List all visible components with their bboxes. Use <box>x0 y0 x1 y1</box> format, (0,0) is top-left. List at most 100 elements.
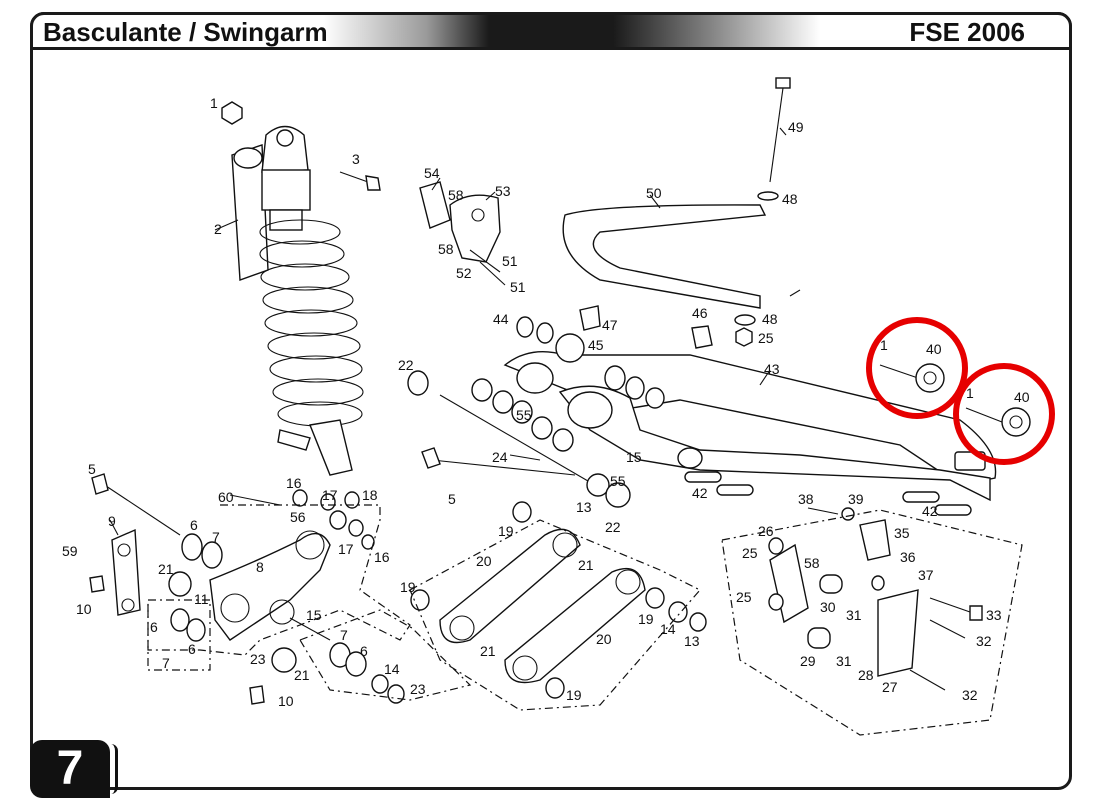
callout: 51 <box>502 253 518 269</box>
callout: 6 <box>190 517 198 533</box>
callout: 24 <box>492 449 508 465</box>
callout: 14 <box>660 621 676 637</box>
callout: 48 <box>762 311 778 327</box>
chain-adjuster-40-upper[interactable] <box>879 363 945 393</box>
clip-47[interactable] <box>579 305 601 331</box>
callout: 5 <box>448 491 456 507</box>
nut-25[interactable] <box>735 327 753 347</box>
callout: 15 <box>626 449 642 465</box>
link-rod-lower[interactable] <box>504 567 646 684</box>
callout: 21 <box>158 561 174 577</box>
bushing-44-45[interactable] <box>516 316 665 409</box>
callout: 45 <box>588 337 604 353</box>
callout: 17 <box>338 541 354 557</box>
callout: 42 <box>692 485 708 501</box>
bearings-6-7[interactable] <box>168 533 405 704</box>
callout: 58 <box>438 241 454 257</box>
page-number-badge: 7 <box>30 740 118 798</box>
callout: 48 <box>782 191 798 207</box>
callout: 40 <box>926 341 942 357</box>
callout: 28 <box>858 667 874 683</box>
callout: 13 <box>576 499 592 515</box>
bracket-9[interactable] <box>111 528 141 616</box>
bolts-38-39[interactable] <box>807 507 855 521</box>
bolt-5-left[interactable] <box>91 473 181 536</box>
callout: 60 <box>218 489 234 505</box>
clip-46[interactable] <box>691 325 713 349</box>
chain-adjuster-40-lower[interactable] <box>965 407 1031 437</box>
callout: 9 <box>108 513 116 529</box>
callout: 22 <box>398 357 414 373</box>
callout: 46 <box>692 305 708 321</box>
callout: 32 <box>976 633 992 649</box>
callout: 38 <box>798 491 814 507</box>
callout: 58 <box>804 555 820 571</box>
callout: 25 <box>742 545 758 561</box>
pivot-axle[interactable] <box>407 370 631 508</box>
chain-guide-bracket[interactable] <box>419 181 506 286</box>
highlight-circle-lower <box>953 363 1055 465</box>
shock-absorber[interactable] <box>231 125 364 476</box>
callout: 7 <box>212 529 220 545</box>
callout: 8 <box>256 559 264 575</box>
spacer-15[interactable] <box>289 617 331 641</box>
callout: 25 <box>736 589 752 605</box>
callout: 31 <box>836 653 852 669</box>
nut-1[interactable] <box>221 101 243 125</box>
callout: 31 <box>846 607 862 623</box>
callout: 18 <box>362 487 378 503</box>
callout: 7 <box>162 655 170 671</box>
linkage-plates[interactable] <box>768 519 919 677</box>
chain-slider[interactable] <box>562 204 767 309</box>
bolt-49[interactable] <box>757 77 791 201</box>
callout: 23 <box>410 681 426 697</box>
callout: 19 <box>638 611 654 627</box>
bushings-19[interactable] <box>410 501 707 699</box>
callout: 19 <box>400 579 416 595</box>
group-outline-bearings-left <box>147 599 211 671</box>
callout: 22 <box>605 519 621 535</box>
callout: 20 <box>596 631 612 647</box>
callout: 7 <box>340 627 348 643</box>
callout: 6 <box>360 643 368 659</box>
callout: 19 <box>566 687 582 703</box>
bolts-10[interactable] <box>89 575 265 705</box>
callout: 6 <box>150 619 158 635</box>
washer-48[interactable] <box>734 314 756 326</box>
callout: 53 <box>495 183 511 199</box>
callout: 33 <box>986 607 1002 623</box>
callout: 55 <box>516 407 532 423</box>
callout: 30 <box>820 599 836 615</box>
link-rod-upper[interactable] <box>439 528 581 644</box>
callout: 40 <box>1014 389 1030 405</box>
callout: 32 <box>962 687 978 703</box>
callout: 21 <box>578 557 594 573</box>
callout: 59 <box>62 543 78 559</box>
callout: 36 <box>900 549 916 565</box>
callout: 2 <box>214 221 222 237</box>
cluster-16-18[interactable] <box>292 489 375 550</box>
callout: 50 <box>646 185 662 201</box>
callout: 13 <box>684 633 700 649</box>
callout: 49 <box>788 119 804 135</box>
group-outline-link-rods <box>409 519 701 711</box>
bolts-32-33[interactable] <box>909 597 983 691</box>
callout: 52 <box>456 265 472 281</box>
page-title: Basculante / Swingarm <box>43 17 328 47</box>
highlight-circle-upper <box>866 317 968 419</box>
callout: 42 <box>922 503 938 519</box>
callout: 10 <box>76 601 92 617</box>
callout: 20 <box>476 553 492 569</box>
callout: 1 <box>210 95 218 111</box>
callout: 44 <box>493 311 509 327</box>
model-label: FSE 2006 <box>909 17 1025 47</box>
callout: 43 <box>764 361 780 377</box>
callout: 6 <box>188 641 196 657</box>
callout: 27 <box>882 679 898 695</box>
rocker-arm[interactable] <box>209 530 331 641</box>
callout: 5 <box>88 461 96 477</box>
callout: 26 <box>758 523 774 539</box>
pads-42[interactable] <box>684 471 972 516</box>
bolt-3[interactable] <box>339 171 381 191</box>
